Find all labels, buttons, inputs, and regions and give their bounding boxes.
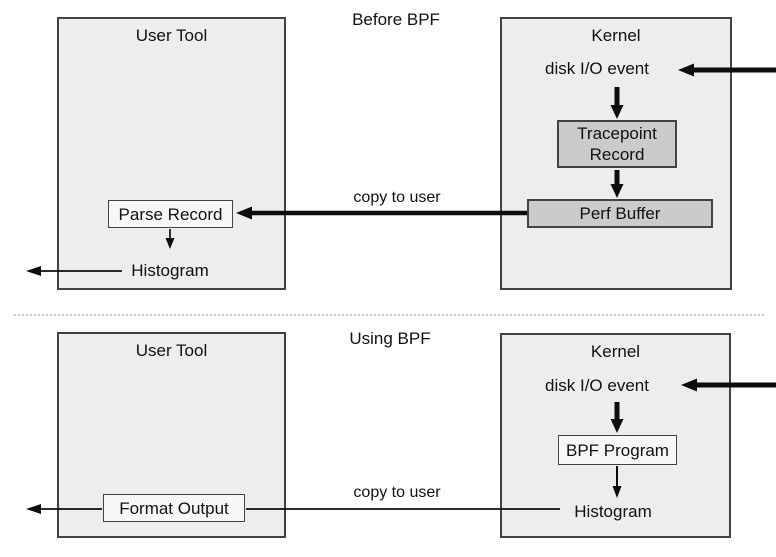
- kernel-label: Kernel: [591, 26, 641, 45]
- tracepoint-record-box: Tracepoint Record: [557, 120, 677, 168]
- parse-record-box: Parse Record: [108, 200, 233, 228]
- section-title-using: Using BPF: [349, 329, 431, 348]
- disk-io-event-label: disk I/O event: [545, 376, 649, 395]
- bpf-program-box: BPF Program: [558, 435, 677, 465]
- copy-to-user-label: copy to user: [353, 189, 441, 206]
- format-output-box: Format Output: [103, 494, 245, 522]
- user-tool-box-before: User Tool: [57, 17, 286, 290]
- user-tool-label: User Tool: [135, 26, 208, 45]
- histogram-label: Histogram: [131, 261, 209, 280]
- section-title-before: Before BPF: [352, 10, 440, 29]
- perf-buffer-box: Perf Buffer: [527, 199, 713, 228]
- kernel-label: Kernel: [590, 342, 641, 361]
- copy-to-user-label: copy to user: [353, 484, 441, 501]
- user-tool-label: User Tool: [135, 341, 208, 360]
- disk-io-event-label: disk I/O event: [545, 59, 649, 78]
- section-divider: [14, 314, 764, 316]
- histogram-label: Histogram: [574, 502, 652, 521]
